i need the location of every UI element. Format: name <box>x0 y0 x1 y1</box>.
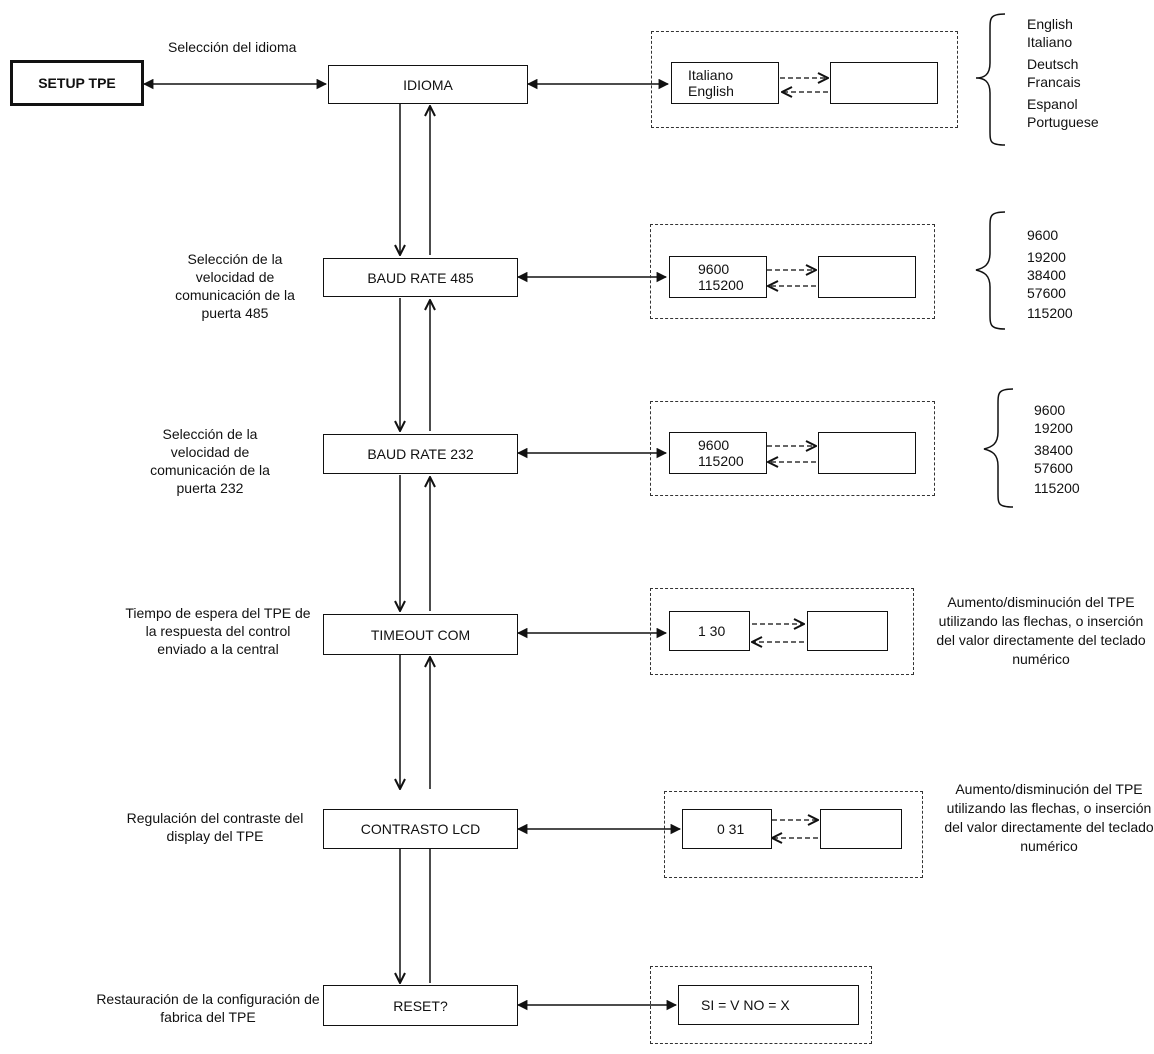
menu-label-idioma: IDIOMA <box>403 76 453 93</box>
options-baud-232: 9600 19200 38400 57600 115200 <box>1034 401 1080 497</box>
menu-label-contrasto-lcd: CONTRASTO LCD <box>360 821 481 837</box>
value-box-timeout-com[interactable]: 1 30 <box>669 611 750 651</box>
value-group-reset <box>650 966 872 1044</box>
brace-baud-232 <box>983 388 1014 508</box>
description-baud-232: Selección de la velocidad de comunicació… <box>150 426 270 496</box>
brace-idioma <box>975 13 1006 146</box>
curly-braces <box>975 13 1014 508</box>
option-item: 9600 <box>1034 402 1066 418</box>
value-label-contrasto-lcd: 0 31 <box>717 821 745 837</box>
alt-value-box-timeout-com <box>807 611 888 651</box>
option-item: Espanol <box>1027 96 1078 112</box>
brace-baud-485 <box>975 211 1006 330</box>
value-box-idioma[interactable]: Italiano English <box>671 62 779 104</box>
value-box-contrasto-lcd[interactable]: 0 31 <box>682 809 772 849</box>
menu-label-reset: RESET? <box>393 997 448 1014</box>
alt-value-box-baud-485 <box>818 256 916 298</box>
value-label-idioma: Italiano English <box>688 67 734 99</box>
option-item: 19200 <box>1034 420 1073 436</box>
option-item: Portuguese <box>1027 114 1099 130</box>
value-label-baud-485: 9600 115200 <box>698 261 744 293</box>
menu-label-timeout-com: TIMEOUT COM <box>370 626 471 643</box>
note-contrasto-lcd: Aumento/disminución del TPE utilizando l… <box>944 781 1154 854</box>
menu-box-baud-485[interactable]: BAUD RATE 485 <box>323 258 518 297</box>
menu-box-timeout-com[interactable]: TIMEOUT COM <box>323 614 518 655</box>
setup-tpe-label: SETUP TPE <box>38 75 116 91</box>
option-item: 38400 <box>1027 267 1066 283</box>
value-group-baud-232 <box>650 401 935 496</box>
note-timeout-com: Aumento/disminución del TPE utilizando l… <box>936 594 1146 667</box>
option-item: 115200 <box>1034 480 1080 496</box>
description-baud-485: Selección de la velocidad de comunicació… <box>175 251 295 321</box>
value-label-timeout-com: 1 30 <box>698 623 726 639</box>
menu-label-baud-485: BAUD RATE 485 <box>367 269 474 286</box>
option-item: English <box>1027 16 1073 32</box>
horizontal-arrows <box>516 78 682 1011</box>
menu-box-baud-232[interactable]: BAUD RATE 232 <box>323 434 518 474</box>
menu-box-contrasto-lcd[interactable]: CONTRASTO LCD <box>323 809 518 849</box>
menu-label-baud-232: BAUD RATE 232 <box>367 446 474 462</box>
menu-box-reset[interactable]: RESET? <box>323 985 518 1026</box>
value-group-idioma <box>651 31 958 128</box>
value-box-reset[interactable]: SI = V NO = X <box>678 985 859 1025</box>
options-baud-485: 9600 19200 38400 57600 115200 <box>1027 226 1073 322</box>
description-idioma: Selección del idioma <box>168 39 297 55</box>
option-item: 57600 <box>1027 285 1066 301</box>
value-group-timeout-com <box>650 588 914 675</box>
dashed-cycle-arrows <box>752 78 828 838</box>
alt-value-box-baud-232 <box>818 432 916 474</box>
alt-value-box-contrasto-lcd <box>820 809 902 849</box>
vertical-arrows <box>400 104 430 983</box>
setup-tpe-box[interactable]: SETUP TPE <box>10 60 144 106</box>
option-item: Francais <box>1027 74 1081 90</box>
option-item: 115200 <box>1027 305 1073 321</box>
value-label-reset: SI = V NO = X <box>701 997 790 1013</box>
description-timeout-com: Tiempo de espera del TPE de la respuesta… <box>125 605 311 657</box>
option-item: 57600 <box>1034 460 1073 476</box>
value-label-baud-232: 9600 115200 <box>698 437 744 469</box>
description-reset: Restauración de la configuración de fabr… <box>96 991 320 1025</box>
option-item: 19200 <box>1027 249 1066 265</box>
alt-value-box-idioma <box>830 62 938 104</box>
options-idioma: English Italiano Deutsch Francais Espano… <box>1027 15 1099 131</box>
option-item: 9600 <box>1027 227 1059 243</box>
option-item: Deutsch <box>1027 56 1079 72</box>
value-box-baud-232[interactable]: 9600 115200 <box>669 432 767 474</box>
value-group-baud-485 <box>650 224 935 319</box>
value-box-baud-485[interactable]: 9600 115200 <box>669 256 767 298</box>
option-item: 38400 <box>1034 442 1073 458</box>
option-item: Italiano <box>1027 34 1073 50</box>
value-group-contrasto-lcd <box>664 791 923 878</box>
description-contrasto-lcd: Regulación del contraste del display del… <box>126 810 304 844</box>
menu-box-idioma[interactable]: IDIOMA <box>328 65 528 104</box>
